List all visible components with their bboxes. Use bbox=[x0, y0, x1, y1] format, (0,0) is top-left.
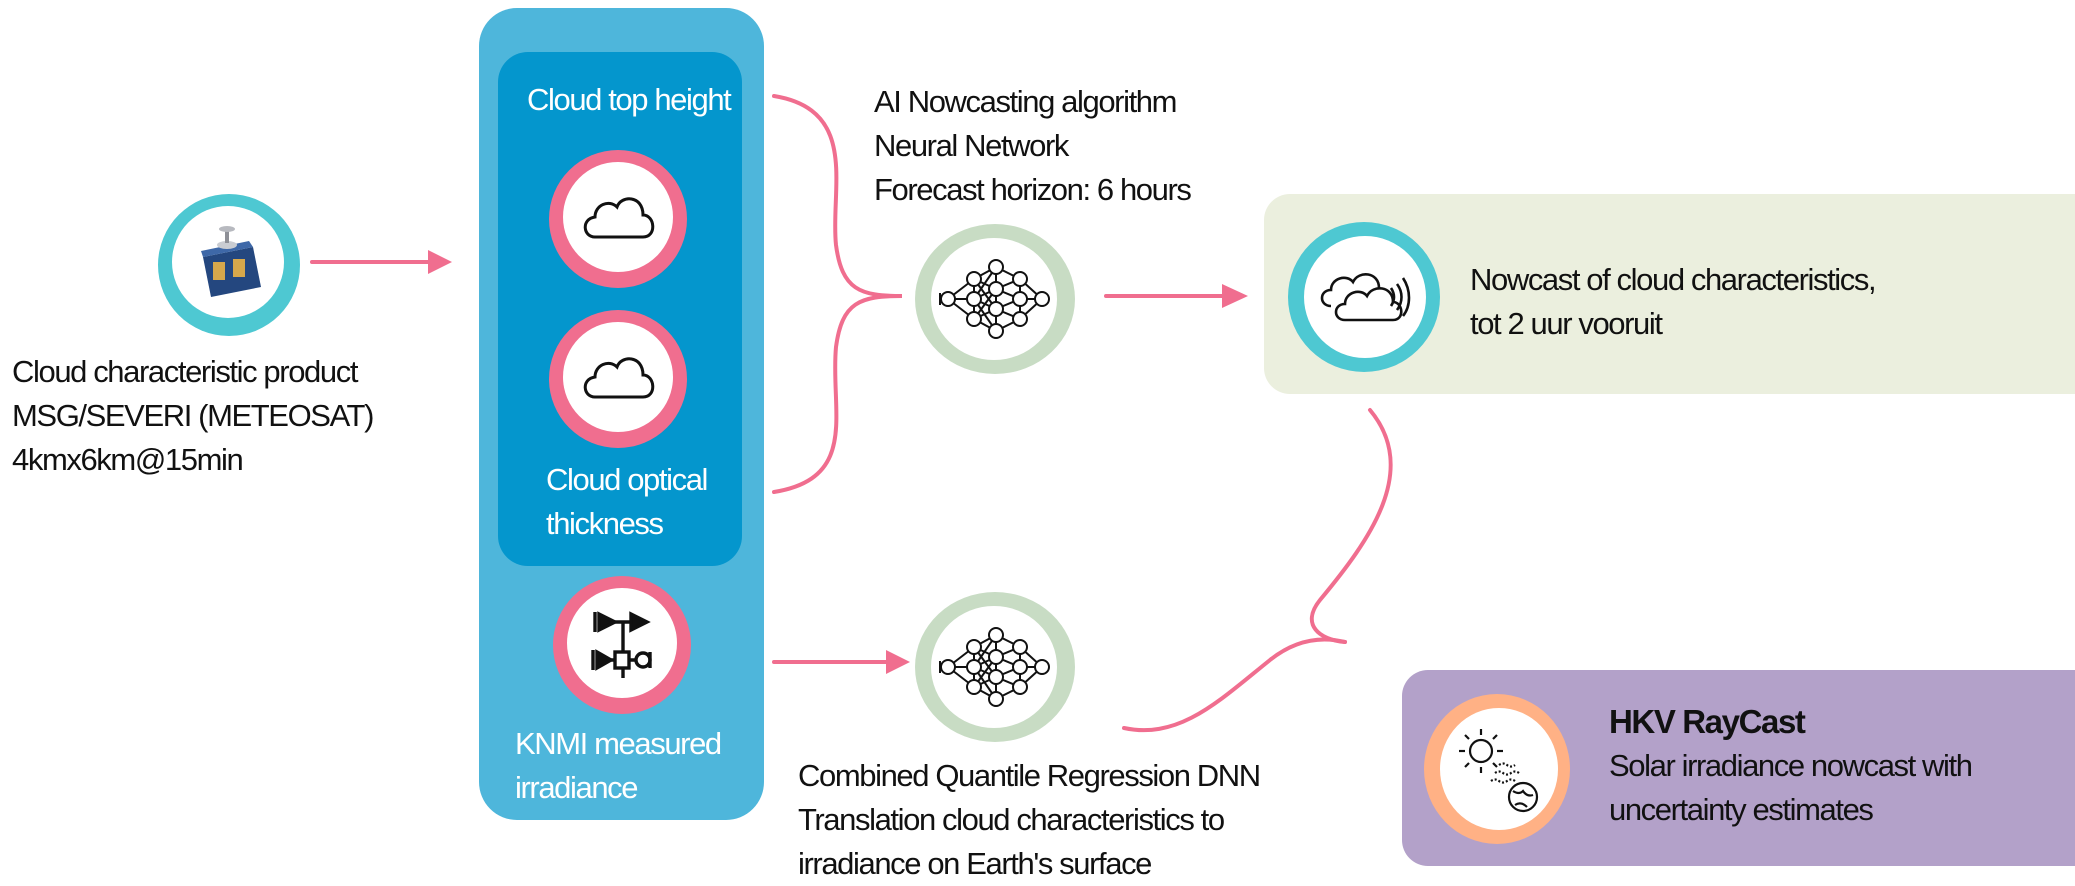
cloud-optical-thickness-label: Cloud optical thickness bbox=[546, 458, 708, 546]
knmi-irradiance-label: KNMI measured irradiance bbox=[515, 722, 722, 810]
neural-network-icon bbox=[931, 606, 1057, 728]
qr-dnn-line-3: irradiance on Earth's surface bbox=[798, 846, 1152, 881]
satellite-description: Cloud characteristic product MSG/SEVERI … bbox=[12, 350, 374, 482]
nowcast-output-badge bbox=[1288, 222, 1440, 372]
curve-qr-join bbox=[1122, 637, 1347, 733]
raycast-description: Solar irradiance nowcast with uncertaint… bbox=[1609, 744, 1973, 832]
nowcasting-line-1: AI Nowcasting algorithm bbox=[874, 84, 1177, 119]
neural-network-icon bbox=[931, 238, 1057, 360]
cloud-icon bbox=[563, 162, 673, 272]
cloud-optical-thickness-badge bbox=[549, 310, 687, 448]
satellite-line-1: Cloud characteristic product bbox=[12, 354, 358, 389]
raycast-badge bbox=[1424, 694, 1570, 844]
knmi-irradiance-line-2: irradiance bbox=[515, 770, 639, 805]
cloud-top-height-label: Cloud top height bbox=[527, 82, 732, 117]
qr-dnn-line-1: Combined Quantile Regression DNN bbox=[798, 758, 1261, 793]
nowcast-output-line-2: tot 2 uur vooruit bbox=[1470, 306, 1663, 341]
raycast-line-2: uncertainty estimates bbox=[1609, 792, 1874, 827]
clouds-wind-icon bbox=[1304, 236, 1426, 358]
sun-earth-icon bbox=[1440, 708, 1558, 830]
qr-dnn-line-2: Translation cloud characteristics to bbox=[798, 802, 1225, 837]
sensor-icon bbox=[567, 588, 677, 698]
qr-dnn-badge bbox=[915, 592, 1075, 742]
curve-output-join bbox=[1309, 408, 1393, 644]
arrowhead-nowcast bbox=[1222, 284, 1248, 308]
cloud-top-height-badge bbox=[549, 150, 687, 288]
cloud-icon bbox=[563, 322, 673, 432]
arrowhead-knmi bbox=[886, 650, 910, 674]
brace-cloud-inputs bbox=[772, 94, 903, 494]
satellite-line-2: MSG/SEVERI (METEOSAT) bbox=[12, 398, 374, 433]
raycast-text: HKV RayCast Solar irradiance nowcast wit… bbox=[1609, 700, 1973, 832]
raycast-line-1: Solar irradiance nowcast with bbox=[1609, 748, 1973, 783]
raycast-title: HKV RayCast bbox=[1609, 703, 1806, 740]
nowcasting-badge bbox=[915, 224, 1075, 374]
satellite-badge bbox=[158, 194, 300, 336]
nowcasting-description: AI Nowcasting algorithm Neural Network F… bbox=[874, 80, 1192, 212]
qr-dnn-description: Combined Quantile Regression DNN Transla… bbox=[798, 754, 1261, 886]
nowcast-output-description: Nowcast of cloud characteristics, tot 2 … bbox=[1470, 258, 1877, 346]
cloud-inputs-panel bbox=[498, 52, 742, 566]
nowcasting-line-2: Neural Network bbox=[874, 128, 1069, 163]
arrowhead-satellite bbox=[428, 250, 452, 274]
satellite-icon bbox=[172, 206, 284, 318]
nowcast-output-line-1: Nowcast of cloud characteristics, bbox=[1470, 262, 1877, 297]
knmi-irradiance-line-1: KNMI measured bbox=[515, 726, 722, 761]
nowcasting-line-3: Forecast horizon: 6 hours bbox=[874, 172, 1192, 207]
cloud-optical-thickness-line-2: thickness bbox=[546, 506, 664, 541]
cloud-optical-thickness-line-1: Cloud optical bbox=[546, 462, 708, 497]
knmi-irradiance-badge bbox=[553, 576, 691, 714]
satellite-line-3: 4kmx6km@15min bbox=[12, 442, 244, 477]
